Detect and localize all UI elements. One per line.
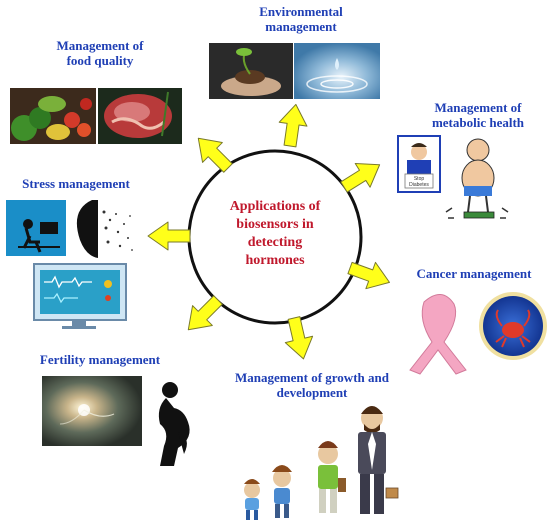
label-environmental-line-1: Environmental: [259, 4, 343, 19]
label-stress: Stress management: [22, 176, 130, 191]
growth-figures-icon: [244, 406, 399, 520]
arrow-environmental: [278, 103, 308, 148]
crab-zodiac-icon: [479, 292, 547, 360]
center-title: Applications of biosensors in detecting …: [208, 198, 342, 270]
label-food-line-1: Management of: [56, 38, 144, 53]
label-fertility: Fertility management: [39, 352, 161, 367]
doctor-patient-icon: Stop Diabetes: [397, 135, 509, 219]
ribbon-icon: [409, 294, 467, 375]
arrow-food: [197, 137, 233, 173]
label-food: Management of food quality: [40, 38, 160, 68]
center-line-4: hormones: [245, 253, 305, 268]
center-line-1: Applications of: [229, 199, 321, 214]
center-line-3: detecting: [247, 235, 303, 250]
fertility-icon: [42, 376, 190, 466]
label-environmental: Environmental management: [236, 4, 366, 34]
arrow-growth: [284, 316, 314, 360]
diabetes-sign-line-1: Stop: [414, 176, 425, 182]
label-growth-line-2: development: [276, 385, 348, 400]
food-photo: [10, 88, 182, 144]
arrow-cancer: [347, 261, 390, 290]
label-growth: Management of growth and development: [222, 370, 402, 400]
monitor-icon: [33, 263, 127, 329]
label-food-line-2: food quality: [66, 53, 134, 68]
diabetes-sign-line-2: Diabetes: [409, 182, 429, 188]
label-cancer: Cancer management: [416, 266, 532, 281]
label-growth-line-1: Management of growth and: [235, 370, 389, 385]
arrow-stress: [147, 221, 191, 251]
center-line-2: biosensors in: [236, 217, 314, 232]
arrow-fertility: [187, 295, 223, 331]
leaf-water-photo: [209, 43, 380, 99]
label-metabolic: Management of metabolic health: [414, 100, 542, 130]
arrow-metabolic: [340, 162, 381, 193]
label-metabolic-line-2: metabolic health: [431, 115, 525, 130]
stress-icon: [6, 200, 133, 258]
label-environmental-line-2: management: [265, 19, 337, 34]
label-metabolic-line-1: Management of: [434, 100, 522, 115]
